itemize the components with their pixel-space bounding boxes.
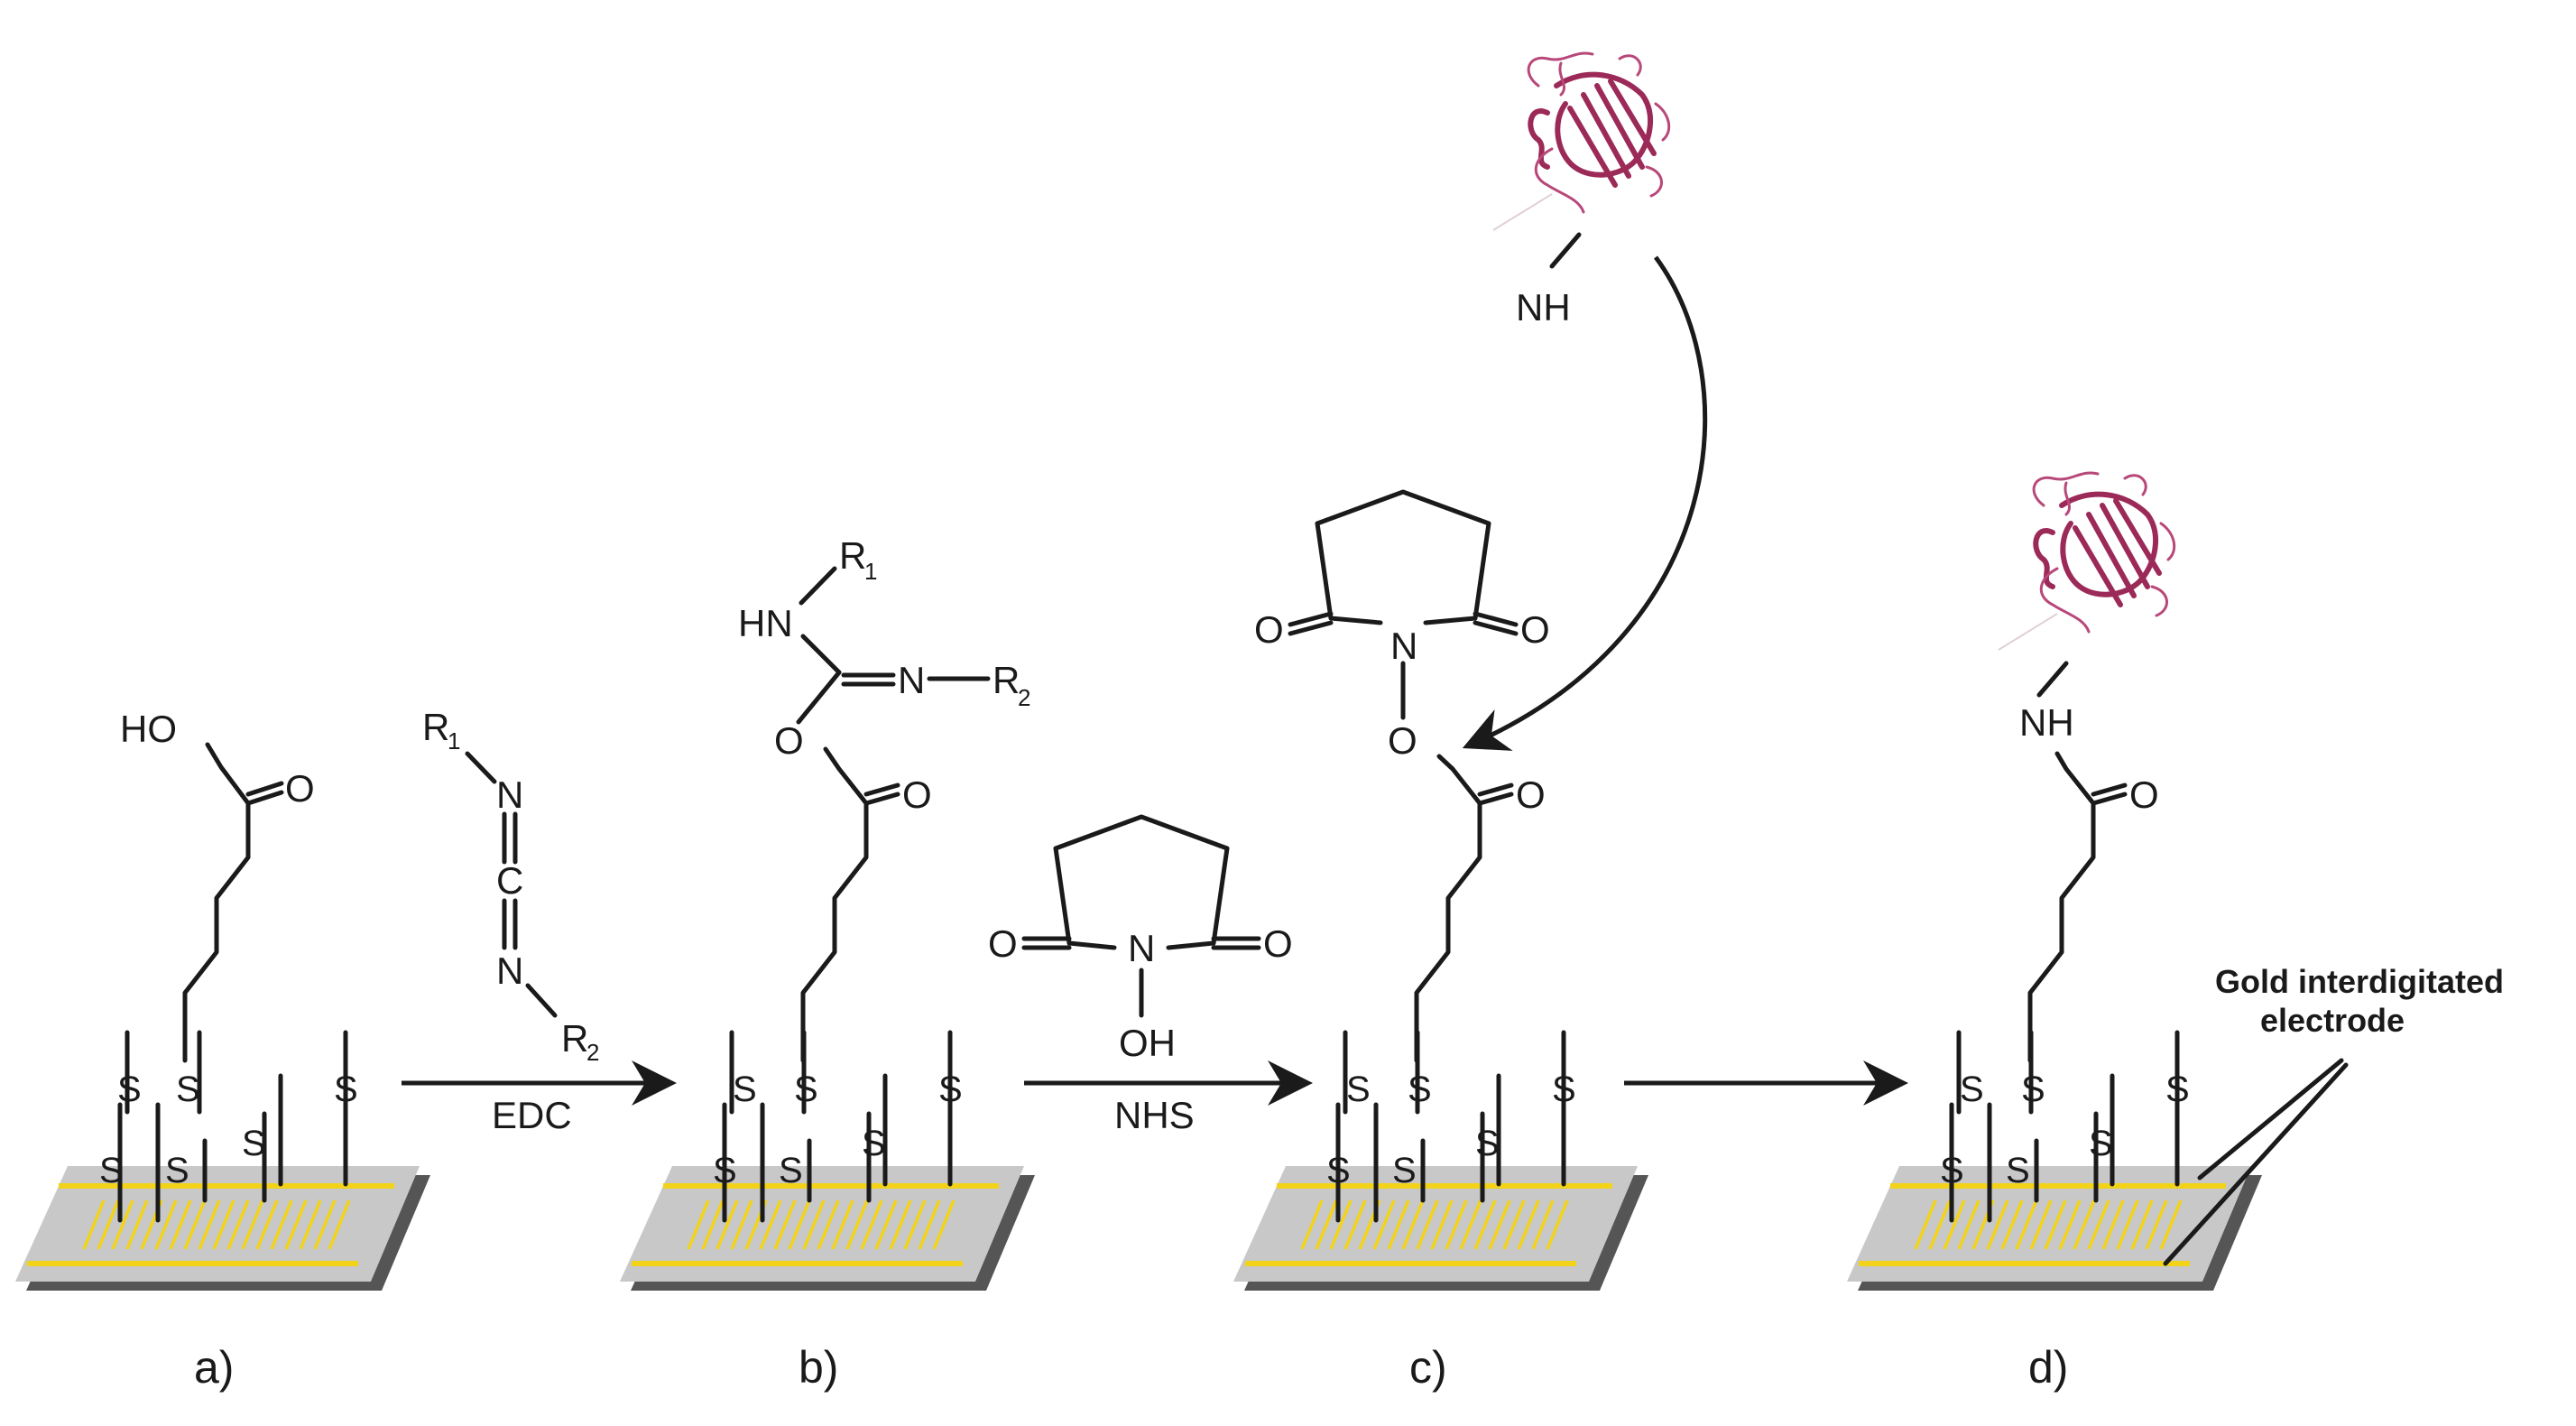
- svg-text:S: S: [2006, 1151, 2030, 1190]
- electrode-callout-line2: electrode: [2260, 1002, 2405, 1039]
- svg-text:S: S: [165, 1151, 189, 1190]
- nhs-reagent: N O O OH NHS: [988, 814, 1313, 1136]
- svg-text:R: R: [422, 706, 449, 748]
- svg-text:S: S: [1475, 1124, 1500, 1163]
- electrode-callout-line1: Gold interdigitated: [2215, 963, 2504, 1000]
- svg-text:N: N: [496, 773, 523, 816]
- incoming-amine-label: NH: [1516, 286, 1571, 329]
- svg-text:R: R: [561, 1017, 588, 1060]
- svg-text:O: O: [1263, 922, 1293, 965]
- svg-text:S: S: [334, 1070, 358, 1109]
- svg-text:2: 2: [586, 1039, 599, 1066]
- thiol-labels: S S S S S S: [99, 1070, 358, 1190]
- svg-text:S: S: [938, 1070, 963, 1109]
- step-label-c: c): [1409, 1342, 1447, 1393]
- carbonyl-oxygen-label: O: [285, 767, 315, 810]
- edc-reagent: R 1 N C N R 2 EDC: [402, 706, 677, 1136]
- hydroxyl-label: HO: [120, 708, 177, 750]
- svg-text:N: N: [898, 659, 925, 701]
- svg-text:S: S: [713, 1151, 737, 1190]
- svg-text:S: S: [99, 1151, 124, 1190]
- svg-text:N: N: [1128, 927, 1155, 969]
- thiol-labels: S S S S S S: [713, 1070, 963, 1190]
- svg-text:1: 1: [448, 727, 460, 755]
- svg-text:O: O: [1388, 719, 1417, 762]
- svg-text:S: S: [862, 1124, 886, 1163]
- svg-text:O: O: [988, 922, 1018, 965]
- step-b-structure: O O N R 2 HN R 1 S S S S S S b): [620, 534, 1035, 1393]
- svg-text:S: S: [733, 1070, 757, 1109]
- step-c-structure: O O N O O S S S S S S NH c): [1233, 53, 1708, 1393]
- svg-text:S: S: [1552, 1070, 1576, 1109]
- nhs-label: NHS: [1114, 1094, 1195, 1136]
- step-label-a: a): [194, 1342, 234, 1393]
- svg-text:S: S: [779, 1151, 803, 1190]
- step-d-structure: O NH S S S S S S Gold interdigitated ele…: [1847, 473, 2504, 1393]
- svg-text:1: 1: [864, 558, 877, 585]
- svg-text:R: R: [839, 534, 866, 577]
- svg-text:O: O: [1520, 608, 1550, 651]
- svg-text:S: S: [1408, 1070, 1432, 1109]
- svg-text:S: S: [176, 1070, 200, 1109]
- svg-text:2: 2: [1018, 684, 1030, 711]
- step-label-b: b): [799, 1342, 838, 1393]
- amide-label: NH: [2019, 701, 2074, 744]
- svg-text:O: O: [902, 773, 932, 816]
- svg-text:OH: OH: [1119, 1022, 1176, 1064]
- thiol-labels: S S S S S S: [1326, 1070, 1576, 1190]
- svg-text:O: O: [1254, 608, 1284, 651]
- svg-text:O: O: [1516, 773, 1546, 816]
- svg-text:O: O: [2129, 773, 2159, 816]
- svg-text:S: S: [1940, 1151, 1964, 1190]
- svg-text:N: N: [1390, 625, 1417, 667]
- protein-ribbon-icon: [1493, 53, 1669, 230]
- nucleophilic-attack-arrow: [1462, 255, 1708, 751]
- protein-ribbon-icon: [1999, 473, 2174, 650]
- svg-text:S: S: [2089, 1124, 2113, 1163]
- step-label-d: d): [2028, 1342, 2068, 1393]
- svg-text:S: S: [794, 1070, 818, 1109]
- svg-text:R: R: [993, 659, 1020, 701]
- step-a-structure: HO O S S S S S S a): [15, 708, 430, 1393]
- svg-text:S: S: [1326, 1151, 1351, 1190]
- svg-text:HN: HN: [738, 602, 793, 644]
- svg-text:C: C: [496, 859, 523, 902]
- svg-text:S: S: [2165, 1070, 2190, 1109]
- svg-text:S: S: [242, 1124, 266, 1163]
- svg-text:N: N: [496, 949, 523, 992]
- thiol-labels: S S S S S S: [1940, 1070, 2190, 1190]
- svg-text:S: S: [117, 1070, 142, 1109]
- svg-text:S: S: [1392, 1151, 1417, 1190]
- edc-label: EDC: [492, 1094, 572, 1136]
- svg-text:S: S: [2021, 1070, 2045, 1109]
- svg-text:O: O: [774, 719, 804, 762]
- svg-text:S: S: [1960, 1070, 1984, 1109]
- svg-text:S: S: [1346, 1070, 1371, 1109]
